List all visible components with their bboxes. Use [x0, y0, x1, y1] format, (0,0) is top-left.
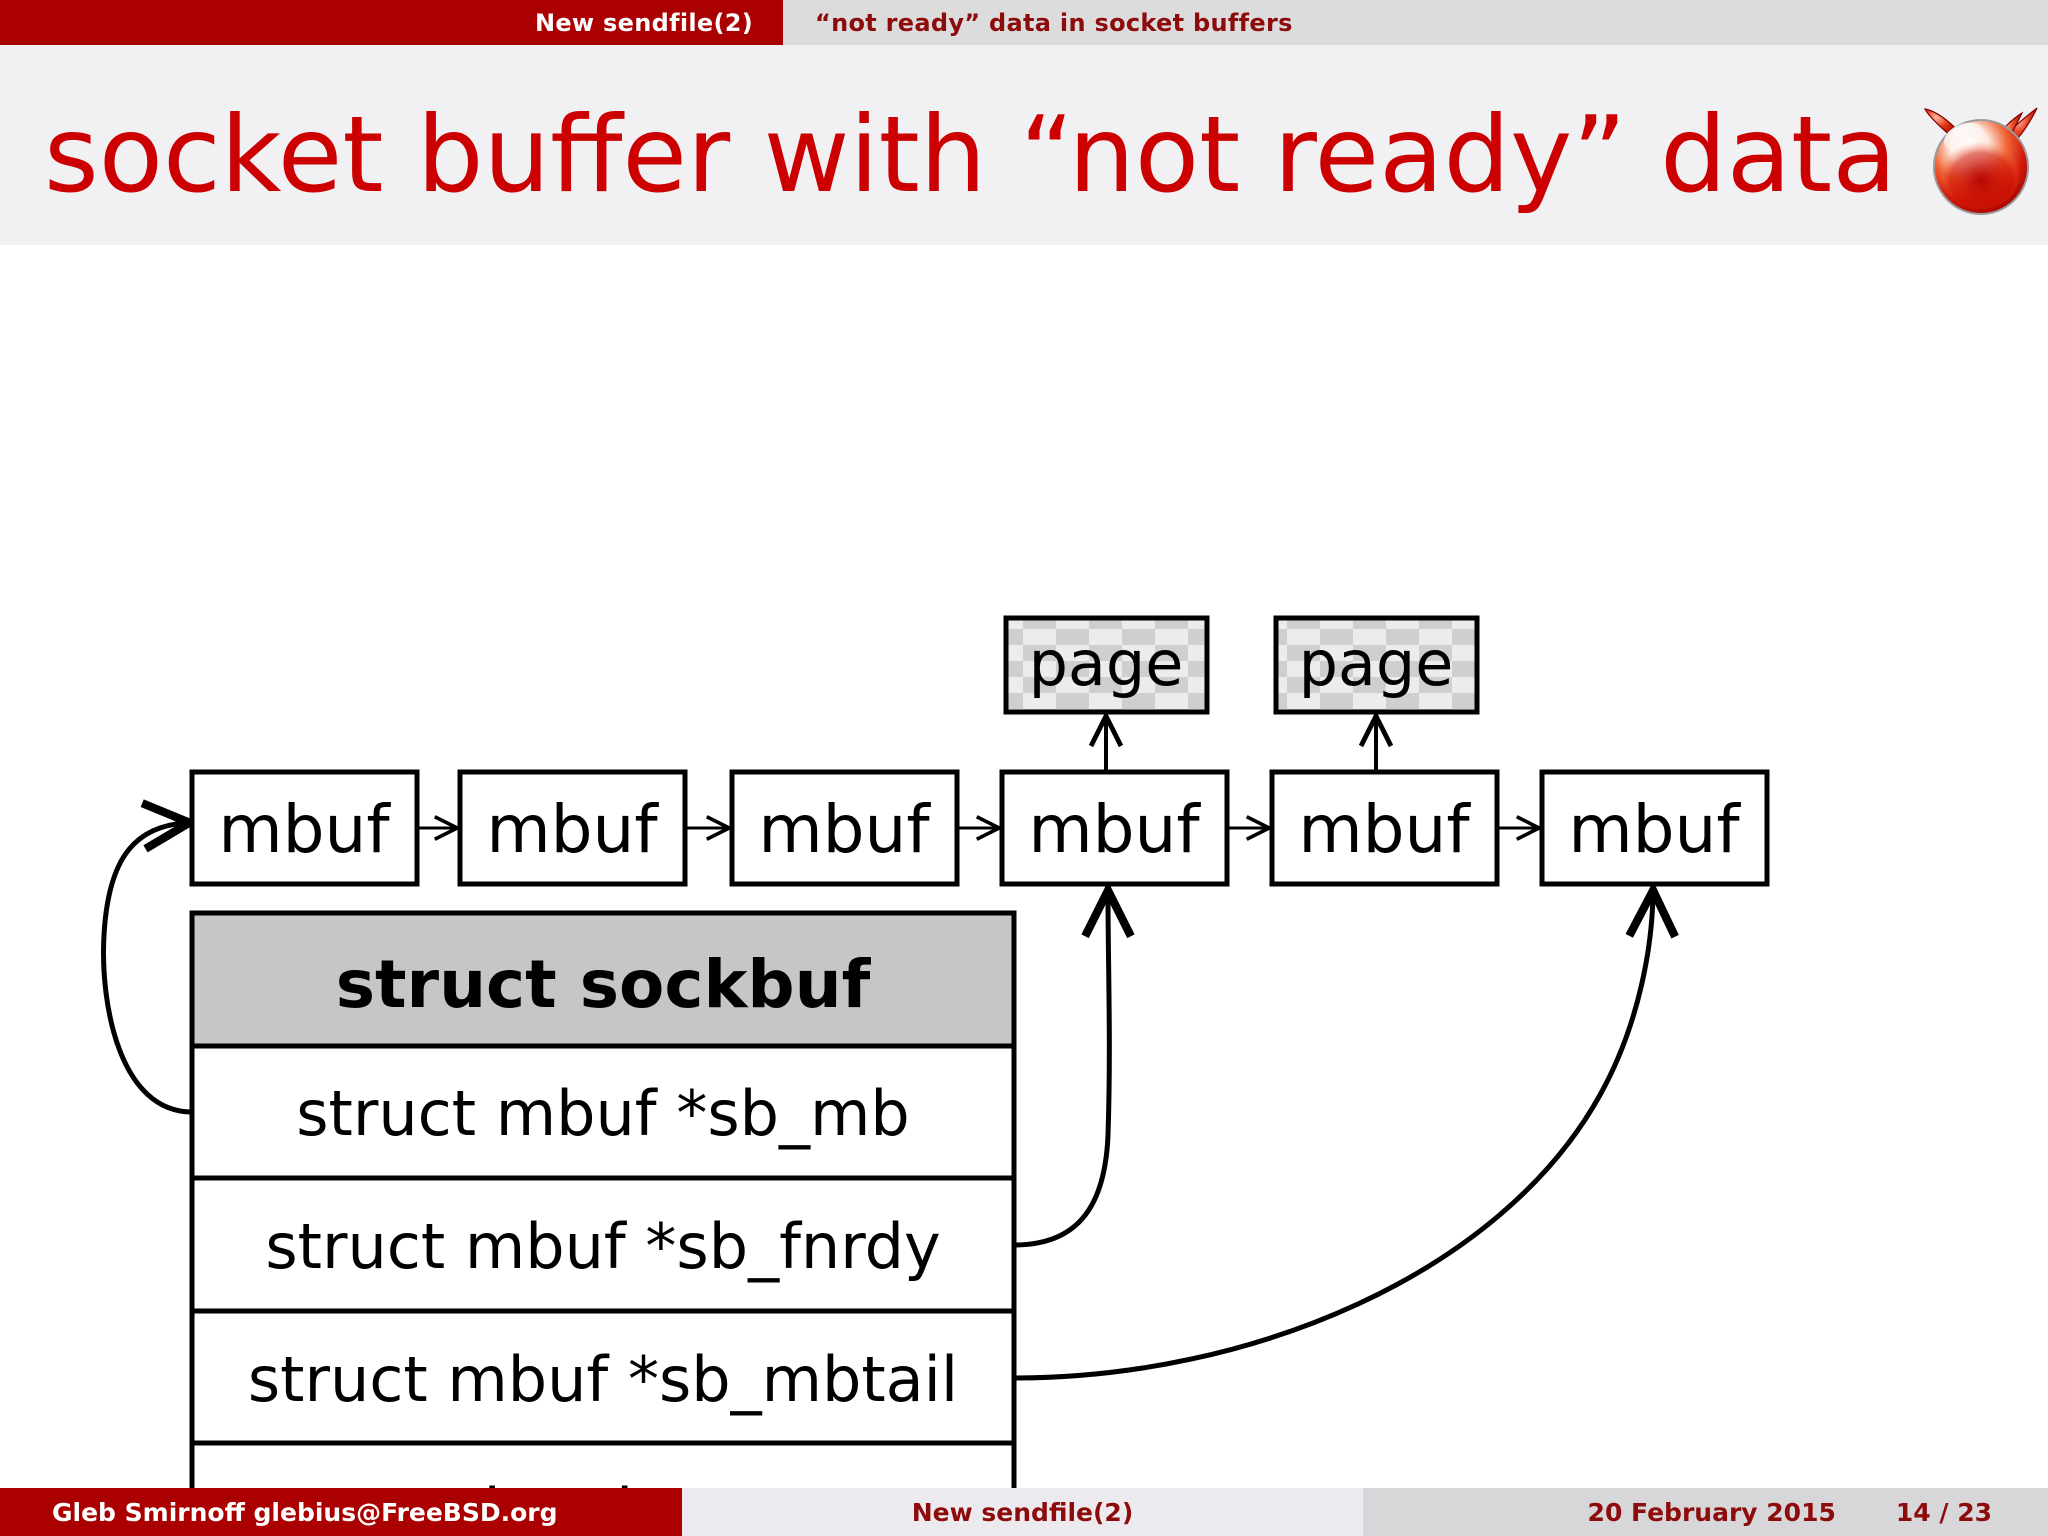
footer-author-segment: Gleb Smirnoff glebius@FreeBSD.org — [0, 1488, 682, 1536]
pointer-sb-mb-to-mbuf1 — [101, 823, 192, 1115]
freebsd-beastie-icon — [1923, 107, 2038, 215]
mbuf-box-3-rect — [729, 769, 960, 887]
mbuf-box-6: mbuf — [1539, 769, 1770, 887]
footer-page-number: 14 / 23 — [1895, 1497, 1992, 1527]
mbuf-box-2: mbuf — [457, 769, 688, 887]
page-box-2: page — [1273, 615, 1480, 715]
struct-field-label-sb-acc: u_int sb_acc — [413, 1475, 793, 1488]
struct-field-row-1 — [189, 1043, 1017, 1181]
mbuf-box-1-label: mbuf — [218, 791, 391, 868]
mbuf-box-5: mbuf — [1269, 769, 1500, 887]
mbuf-box-5-label: mbuf — [1298, 791, 1471, 868]
logo-inner-shadow — [1943, 141, 2019, 209]
page-box-2-label: page — [1299, 627, 1454, 700]
logo-highlight — [1943, 122, 1985, 152]
topbar-inactive-label: “not ready” data in socket buffers — [815, 8, 1293, 37]
pointer-sb-fnrdy-to-mbuf4 — [1013, 895, 1109, 1248]
mbuf-box-6-label: mbuf — [1568, 791, 1741, 868]
topbar-section-not-ready-data[interactable]: “not ready” data in socket buffers — [783, 0, 2048, 45]
page-box-2-rect — [1273, 615, 1480, 715]
mbuf-box-5-rect — [1269, 769, 1500, 887]
mbuf-box-3: mbuf — [729, 769, 960, 887]
struct-sockbuf-table: struct sockbuf struct mbuf *sb_mb struct… — [189, 910, 1017, 1488]
struct-header-cell — [189, 910, 1017, 1049]
struct-field-label-sb-mb: struct mbuf *sb_mb — [296, 1077, 910, 1150]
struct-field-row-4 — [189, 1440, 1017, 1488]
pointer-sb-mbtail-to-mbuf6 — [1013, 895, 1653, 1381]
freebsd-logo — [1922, 97, 2040, 219]
page-title: socket buffer with “not ready” data — [44, 94, 1897, 216]
mbuf-box-2-label: mbuf — [486, 791, 659, 868]
footer-talk-label: New sendfile(2) — [911, 1497, 1134, 1527]
logo-left-horn — [1923, 108, 1959, 138]
topbar-section-new-sendfile[interactable]: New sendfile(2) — [0, 0, 783, 45]
footer-author-label: Gleb Smirnoff glebius@FreeBSD.org — [52, 1497, 558, 1527]
footer-date-label: 20 February 2015 — [1587, 1497, 1836, 1527]
page-box-1: page — [1003, 615, 1210, 715]
struct-field-label-sb-mbtail: struct mbuf *sb_mbtail — [248, 1343, 958, 1416]
footer-talk-segment: New sendfile(2) — [682, 1488, 1363, 1536]
slide-content-area: page page mbuf mbuf mbuf mbuf mbuf — [0, 245, 2048, 1488]
mbuf-box-2-rect — [457, 769, 688, 887]
slide-footer: Gleb Smirnoff glebius@FreeBSD.org New se… — [0, 1488, 2048, 1536]
mbuf-box-6-rect — [1539, 769, 1770, 887]
footer-meta-segment: 20 February 2015 14 / 23 — [1363, 1488, 2048, 1536]
title-band: socket buffer with “not ready” data — [0, 45, 2048, 245]
socket-buffer-diagram: page page mbuf mbuf mbuf mbuf mbuf — [101, 615, 1770, 1488]
mbuf-box-1: mbuf — [189, 769, 420, 887]
page-box-1-label: page — [1029, 627, 1184, 700]
page-box-1-rect — [1003, 615, 1210, 715]
mbuf-box-4-rect — [999, 769, 1230, 887]
struct-field-row-2 — [189, 1175, 1017, 1314]
top-navigation-bar: New sendfile(2) “not ready” data in sock… — [0, 0, 2048, 45]
struct-header-label: struct sockbuf — [336, 946, 872, 1023]
mbuf-box-3-label: mbuf — [758, 791, 931, 868]
mbuf-box-4-label: mbuf — [1028, 791, 1201, 868]
mbuf-box-4: mbuf — [999, 769, 1230, 887]
topbar-active-label: New sendfile(2) — [534, 8, 753, 37]
struct-field-label-sb-fnrdy: struct mbuf *sb_fnrdy — [265, 1210, 940, 1283]
